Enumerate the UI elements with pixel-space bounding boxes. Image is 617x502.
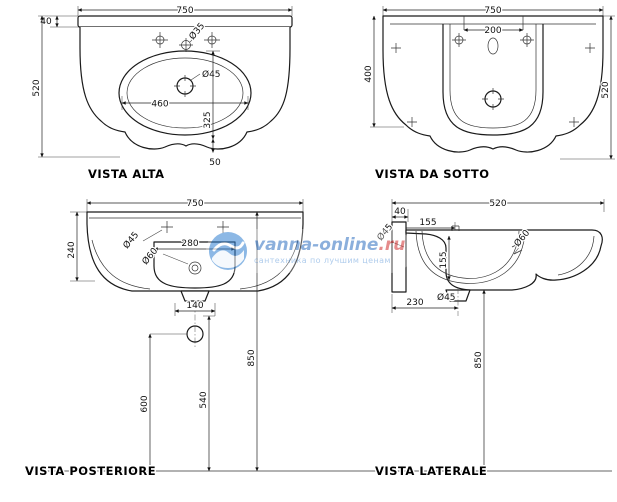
tap-hole-marks	[161, 221, 229, 233]
dim-rim-height: 850	[474, 351, 484, 368]
watermark-tagline: сантехника по лучшим ценам	[254, 256, 391, 265]
dim-fixing-spacing: 140	[186, 301, 203, 311]
overflow-marks	[511, 242, 523, 255]
basin-underside-outer	[442, 24, 544, 136]
dim-bowl-depth: 155	[439, 251, 449, 268]
basin-underside-inner	[449, 24, 537, 129]
dim-total-width: 750	[176, 6, 193, 16]
dim-tap-offset: 155	[419, 218, 436, 228]
overflow-hole-inner	[191, 264, 199, 272]
dim-drain-height: 600	[140, 395, 150, 412]
bowl-silhouette-lines	[91, 239, 299, 290]
vista-da-sotto-view: 750 200 400 520 VISTA DA SOTTO	[363, 5, 615, 183]
leader-drain	[190, 73, 201, 81]
leader-tap-hole	[189, 34, 198, 43]
dim-total-width: 750	[484, 6, 501, 16]
dim-drain: Ø45	[437, 292, 456, 303]
view-title-da-sotto: VISTA DA SOTTO	[375, 167, 490, 181]
watermark-brand: vanna-online	[254, 235, 379, 255]
dim-ext-heights	[150, 315, 215, 335]
sink-outline-side-view	[405, 229, 603, 291]
dim-rim-height: 850	[247, 349, 257, 366]
dim-back-ledge: 40	[394, 207, 406, 217]
view-title-posteriore: VISTA POSTERIORE	[25, 464, 156, 478]
dim-front-edge: 50	[209, 158, 221, 168]
vista-laterale-view: 520 40 155 Ø45 155 Ø60 230 Ø45 850 VISTA…	[374, 198, 605, 480]
dim-total-width: 750	[186, 199, 203, 209]
dim-total-depth: 520	[489, 199, 506, 209]
overflow-slot	[487, 37, 499, 55]
dim-recess-width: 200	[484, 26, 501, 36]
watermark-brand-line: vanna-online.ru	[254, 237, 405, 254]
basin-rear-recess	[153, 241, 236, 289]
drain-boss	[445, 289, 471, 302]
dim-trap-height: 540	[199, 391, 209, 408]
drain-boss	[180, 290, 210, 302]
leader-tap-hole	[142, 229, 163, 242]
tap-hole-left	[452, 33, 466, 47]
back-wall	[391, 221, 407, 293]
sink-back-ledge	[77, 15, 293, 28]
dim-extension-lines	[70, 199, 304, 282]
leader-overflow	[162, 253, 189, 265]
watermark-wave-logo-icon	[209, 232, 247, 270]
leader-overflow	[513, 245, 521, 255]
dim-drain-offset: 230	[406, 298, 423, 308]
drain-cross-ticks	[174, 75, 196, 97]
tap-hole-left	[152, 32, 168, 48]
watermark-text: vanna-online.ru сантехника по лучшим цен…	[254, 237, 405, 266]
view-title-laterale: VISTA LATERALE	[375, 464, 487, 478]
sink-outline-bottom-view	[382, 15, 604, 153]
dim-drain: Ø45	[202, 69, 221, 80]
watermark: vanna-online.ru сантехника по лучшим цен…	[206, 229, 414, 273]
tap-hole-section	[451, 225, 460, 231]
tap-hole-right	[204, 32, 220, 48]
leader-tap-hole	[391, 241, 405, 248]
vista-posteriore-view: 750 Ø45 240 280 Ø60 140 600 540 850 VIST…	[24, 198, 304, 480]
tap-hole-right	[520, 33, 534, 47]
watermark-brand-suffix: .ru	[378, 235, 406, 255]
dim-basin-depth: 400	[364, 65, 374, 82]
dim-total-depth: 520	[601, 81, 611, 98]
tap-hole-center	[179, 38, 193, 52]
basin-rim-inner	[126, 57, 244, 129]
vista-alta-view: 750 Ø35 Ø45 460 325 50 40 520 VIS	[31, 5, 293, 183]
dim-basin-width: 460	[151, 100, 168, 110]
recess-edges	[463, 16, 524, 30]
fixing-point-marks	[391, 43, 595, 127]
dim-total-depth: 520	[32, 79, 42, 96]
drain-cross-ticks	[482, 88, 504, 110]
dim-basin-depth: 325	[203, 111, 213, 128]
bowl-section-lines	[415, 230, 595, 284]
view-title-alta: VISTA ALTA	[88, 167, 165, 181]
overflow-hole	[188, 261, 202, 275]
dim-inner-width: 280	[181, 239, 198, 249]
dim-height: 240	[67, 241, 77, 258]
